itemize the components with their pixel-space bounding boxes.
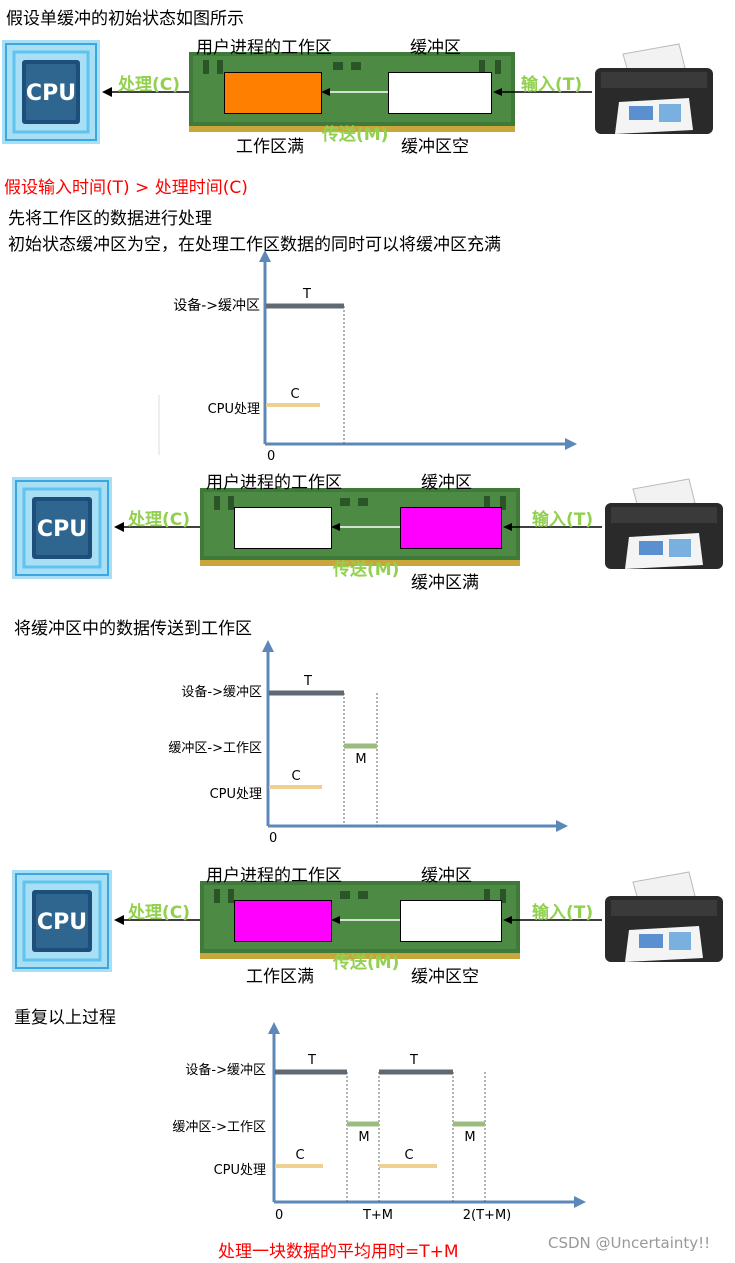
workarea-title: 用户进程的工作区 [206, 866, 342, 886]
buffer-status: 缓冲区空 [411, 967, 479, 987]
tick-label: 2(T+M) [463, 1208, 511, 1223]
bar-label-C: C [404, 1148, 413, 1163]
origin-label: 0 [275, 1208, 283, 1223]
cpu-chip-icon: CPU [2, 40, 100, 144]
printer-icon [605, 871, 723, 962]
transfer-arrow [331, 916, 400, 924]
input-arrow [503, 523, 602, 531]
cpu-chip-icon: CPU [12, 870, 112, 972]
watermark: CSDN @Uncertainty!! [548, 1234, 711, 1252]
cpu-label: CPU [37, 517, 87, 542]
workarea-status: 工作区满 [246, 967, 314, 987]
process-label: 处理(C) [128, 510, 191, 530]
transfer-label: 传送(M) [322, 125, 389, 145]
transfer-arrow [331, 523, 400, 531]
input-arrow [493, 88, 592, 96]
printer-icon [595, 43, 713, 134]
workarea-block [234, 900, 332, 942]
bar-label-T: T [303, 674, 312, 689]
input-label: 输入(T) [532, 903, 594, 923]
buffer-block [400, 507, 502, 549]
buffer-title: 缓冲区 [421, 473, 472, 493]
input-label: 输入(T) [521, 75, 583, 95]
input-label: 输入(T) [532, 510, 594, 530]
process-label: 处理(C) [128, 903, 191, 923]
transfer-arrow [321, 88, 388, 96]
assumption-text: 假设输入时间(T) > 处理时间(C) [4, 178, 248, 198]
row-label-device: 设备->缓冲区 [173, 297, 260, 314]
input-arrow [503, 916, 602, 924]
row-label-cpu: CPU处理 [208, 402, 260, 417]
transfer-label: 传送(M) [333, 953, 400, 973]
workarea-title: 用户进程的工作区 [206, 473, 342, 493]
bar-label-T: T [302, 287, 311, 302]
workarea-block [224, 72, 322, 114]
bar-label-T: T [409, 1053, 418, 1068]
workarea-block [234, 507, 332, 549]
buffer-block [400, 900, 502, 942]
printer-icon [605, 478, 723, 569]
tick-label: T+M [362, 1208, 393, 1223]
timeline-2: 设备->缓冲区 缓冲区->工作区 CPU处理 T M C 0 [168, 640, 568, 846]
bar-label-M: M [355, 752, 366, 767]
bar-label-C: C [290, 387, 299, 402]
step1a-text: 先将工作区的数据进行处理 [8, 209, 212, 229]
transfer-label: 传送(M) [333, 560, 400, 580]
timeline-1: 设备->缓冲区 CPU处理 T C 0 [158, 250, 577, 464]
cpu-chip-icon: CPU [12, 477, 112, 579]
bar-label-T: T [307, 1053, 316, 1068]
bar-label-C: C [295, 1148, 304, 1163]
cpu-label: CPU [37, 910, 87, 935]
origin-label: 0 [267, 449, 275, 464]
timeline-3: 设备->缓冲区 缓冲区->工作区 CPU处理 T T M M C C 0 T+M… [172, 1022, 586, 1223]
row-label-cpu: CPU处理 [210, 787, 262, 802]
row-label-cpu: CPU处理 [214, 1163, 266, 1178]
row-label-transfer: 缓冲区->工作区 [168, 741, 262, 756]
workarea-title: 用户进程的工作区 [196, 38, 332, 58]
buffer-title: 缓冲区 [410, 38, 461, 58]
cpu-label: CPU [26, 81, 76, 106]
buffer-status: 缓冲区满 [411, 573, 479, 593]
row-label-device: 设备->缓冲区 [181, 684, 262, 700]
row-label-device: 设备->缓冲区 [185, 1062, 266, 1078]
step2-text: 将缓冲区中的数据传送到工作区 [14, 619, 252, 639]
buffer-status: 缓冲区空 [401, 137, 469, 157]
bar-label-C: C [291, 769, 300, 784]
workarea-status: 工作区满 [236, 137, 304, 157]
bar-label-M: M [358, 1130, 369, 1145]
bar-label-M: M [464, 1130, 475, 1145]
conclusion-text: 处理一块数据的平均用时=T+M [218, 1242, 459, 1262]
buffer-block [388, 72, 492, 114]
process-label: 处理(C) [118, 75, 181, 95]
row-label-transfer: 缓冲区->工作区 [172, 1120, 266, 1135]
step3-text: 重复以上过程 [14, 1008, 116, 1028]
step1b-text: 初始状态缓冲区为空，在处理工作区数据的同时可以将缓冲区充满 [8, 235, 501, 255]
buffer-title: 缓冲区 [421, 866, 472, 886]
origin-label: 0 [269, 831, 277, 846]
intro-text: 假设单缓冲的初始状态如图所示 [6, 9, 244, 29]
